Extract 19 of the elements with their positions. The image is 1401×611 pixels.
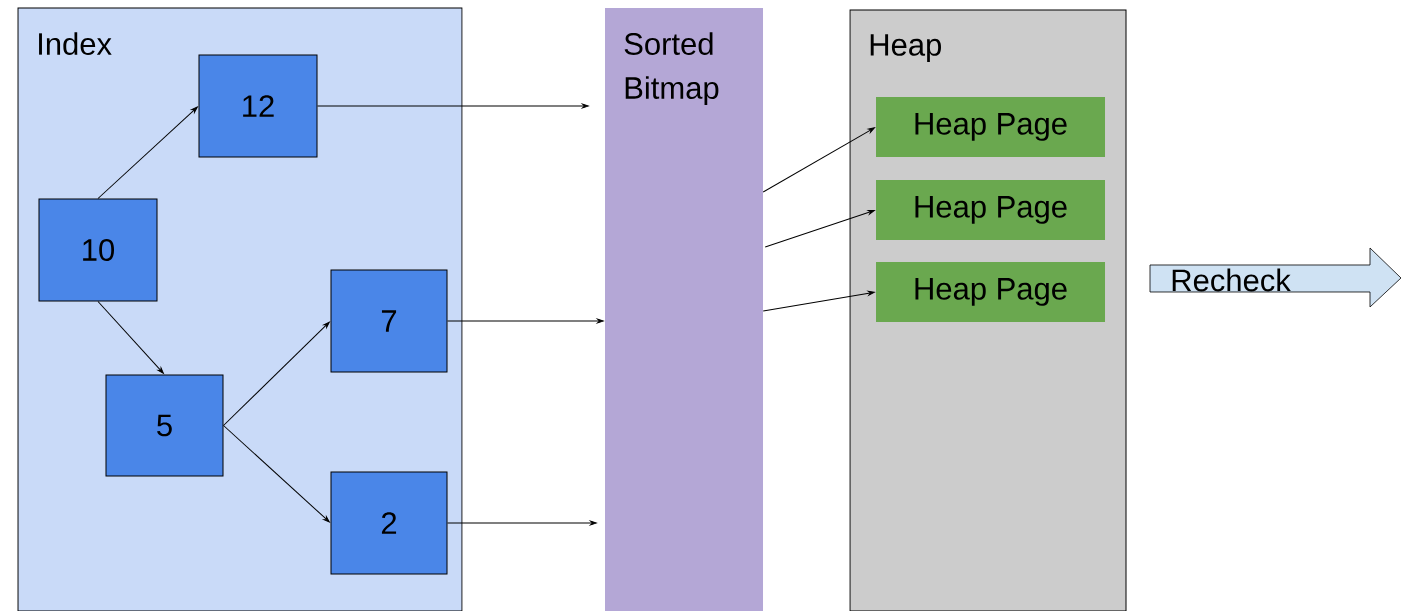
- arrow: [317, 103, 589, 109]
- key-box: 12: [198, 54, 318, 158]
- key-box: 5: [105, 374, 224, 477]
- arrow: [447, 520, 597, 526]
- arrow: [764, 210, 875, 248]
- arrow: [97, 301, 164, 374]
- bitmap-column: Sorted Bitmap: [605, 8, 763, 611]
- arrow: [223, 425, 330, 523]
- arrow: [97, 106, 198, 199]
- arrow: [762, 290, 875, 312]
- key-box: 2: [330, 471, 448, 575]
- arrow: [762, 127, 875, 193]
- key-box: 7: [330, 269, 448, 373]
- key-box: 10: [38, 198, 158, 302]
- heap-page-box: Heap Page: [876, 262, 1105, 322]
- arrow: [447, 318, 604, 324]
- heap-page-box: Heap Page: [876, 180, 1105, 240]
- arrow: [223, 321, 330, 426]
- heap-page-box: Heap Page: [876, 97, 1105, 157]
